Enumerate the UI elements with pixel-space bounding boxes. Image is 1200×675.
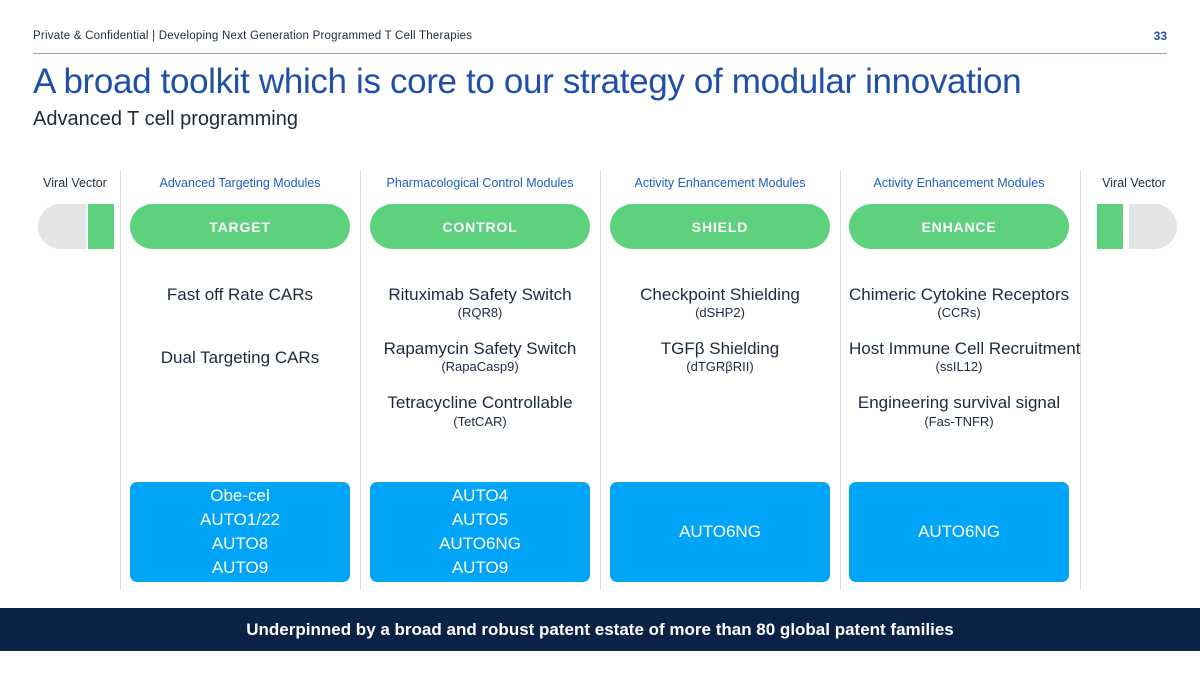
- column-header: Viral Vector: [1102, 176, 1166, 190]
- module-item: Engineering survival signal(Fas-TNFR): [849, 392, 1069, 430]
- product-name: AUTO6NG: [679, 521, 761, 541]
- module-pill-enhance[interactable]: ENHANCE: [849, 204, 1069, 249]
- module-item-subtitle: (RapaCasp9): [441, 359, 519, 375]
- module-item: TGFβ Shielding(dTGRβRII): [610, 338, 830, 376]
- module-item-title: Chimeric Cytokine Receptors: [849, 285, 1070, 304]
- column-divider: [120, 170, 121, 590]
- column-divider: [360, 170, 361, 590]
- product-name: AUTO5: [451, 509, 509, 529]
- module-item-title: Checkpoint Shielding: [640, 285, 800, 304]
- module-item: Checkpoint Shielding(dSHP2): [610, 284, 830, 322]
- product-name: AUTO9: [211, 558, 269, 578]
- product-name: Obe-cel: [210, 485, 270, 505]
- page-title: A broad toolkit which is core to our str…: [33, 62, 1022, 101]
- module-column: Viral Vector: [30, 170, 120, 590]
- product-name: AUTO9: [451, 558, 509, 578]
- column-header: Advanced Targeting Modules: [159, 176, 321, 190]
- module-item-subtitle: (Fas-TNFR): [924, 413, 994, 429]
- viral-vector-icon: [30, 204, 120, 249]
- module-item-subtitle: (CCRs): [937, 305, 981, 321]
- module-item: Rituximab Safety Switch(RQR8): [370, 284, 590, 322]
- viral-vector-icon: [1089, 204, 1179, 249]
- module-item: Dual Targeting CARs: [130, 347, 350, 368]
- module-item-list: Checkpoint Shielding(dSHP2) TGFβ Shieldin…: [610, 284, 830, 392]
- viral-vector-capsid-shape: [1129, 204, 1177, 249]
- confidential-notice: Private & Confidential | Developing Next…: [33, 30, 473, 42]
- column-divider: [840, 170, 841, 590]
- column-divider: [1080, 170, 1081, 590]
- column-divider: [600, 170, 601, 590]
- module-item-title: Rapamycin Safety Switch: [383, 339, 577, 359]
- product-box[interactable]: AUTO6NG: [610, 482, 830, 582]
- module-pill-target[interactable]: TARGET: [130, 204, 350, 249]
- module-item-title: Engineering survival signal: [857, 393, 1061, 413]
- product-name: AUTO6NG: [918, 521, 1000, 541]
- module-item-title: TGFβ Shielding: [660, 339, 780, 359]
- product-name: AUTO6NG: [439, 534, 521, 553]
- footer-banner: Underpinned by a broad and robust patent…: [0, 608, 1200, 651]
- module-item: Tetracycline Controllable(TetCAR): [370, 392, 590, 430]
- viral-vector-capsid-shape: [38, 204, 86, 249]
- module-item: Fast off Rate CARs: [130, 284, 350, 305]
- module-item-list: Chimeric Cytokine Receptors(CCRs) Host Im…: [849, 284, 1081, 446]
- module-item-title: Host Immune Cell Recruitment: [849, 339, 1081, 359]
- module-pill-shield[interactable]: SHIELD: [610, 204, 830, 249]
- product-name: AUTO4: [451, 485, 509, 505]
- header-divider-rule: [33, 53, 1167, 54]
- module-item-subtitle: (dSHP2): [695, 305, 745, 321]
- module-pill-control[interactable]: CONTROL: [370, 204, 590, 249]
- page-number: 33: [1153, 29, 1167, 43]
- viral-vector-payload-shape: [88, 204, 114, 249]
- column-header: Pharmacological Control Modules: [386, 176, 574, 190]
- viral-vector-payload-shape: [1097, 204, 1123, 249]
- module-column: Viral Vector: [1089, 170, 1179, 590]
- product-name: AUTO8: [211, 534, 269, 553]
- module-item-title: Rituximab Safety Switch: [388, 285, 572, 304]
- column-header: Viral Vector: [43, 176, 107, 190]
- module-item-title: Tetracycline Controllable: [387, 393, 573, 413]
- module-item-title: Fast off Rate CARs: [166, 285, 314, 304]
- module-item-title: Dual Targeting CARs: [160, 348, 320, 368]
- module-item: Chimeric Cytokine Receptors(CCRs): [849, 284, 1069, 322]
- module-item-subtitle: (ssIL12): [935, 359, 983, 375]
- product-name: AUTO1/22: [199, 509, 280, 529]
- slide-header: Private & Confidential | Developing Next…: [33, 29, 1167, 55]
- module-item-list: Rituximab Safety Switch(RQR8) Rapamycin S…: [370, 284, 590, 446]
- footer-banner-text: Underpinned by a broad and robust patent…: [246, 619, 954, 639]
- module-item: Rapamycin Safety Switch(RapaCasp9): [370, 338, 590, 376]
- page-subtitle: Advanced T cell programming: [33, 108, 298, 130]
- module-item-subtitle: (RQR8): [457, 305, 503, 321]
- module-item-subtitle: (TetCAR): [453, 413, 507, 429]
- product-box[interactable]: AUTO6NG: [849, 482, 1069, 582]
- column-header: Activity Enhancement Modules: [634, 176, 806, 190]
- column-header: Activity Enhancement Modules: [873, 176, 1045, 190]
- module-item: Host Immune Cell Recruitment(ssIL12): [849, 338, 1081, 376]
- module-item-subtitle: (dTGRβRII): [686, 359, 754, 375]
